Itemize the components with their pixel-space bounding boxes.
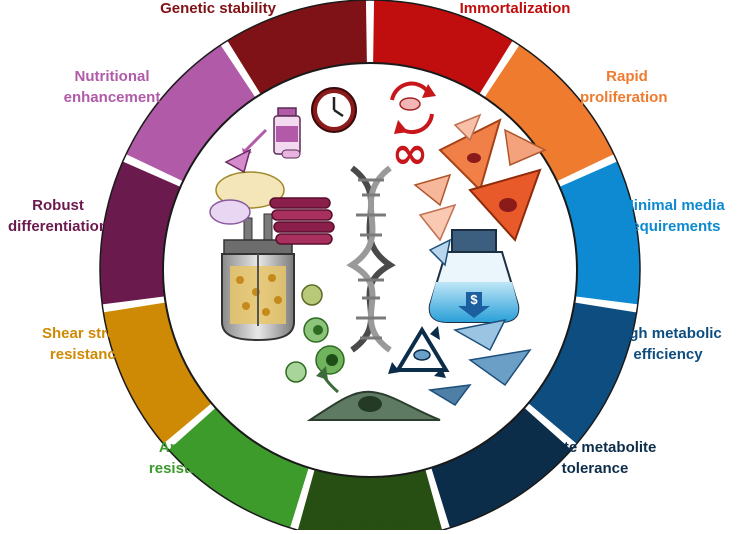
label-line: requirements	[625, 218, 721, 235]
price-symbol: $	[470, 292, 478, 307]
ring-outline	[99, 0, 641, 530]
dna-helix-icon	[346, 165, 396, 353]
label-reduced-adherence: Reduced/altered adherence	[290, 492, 450, 534]
label-line: differentiation	[8, 218, 108, 235]
label-line: Nutritional	[74, 68, 150, 85]
label-immortalization: Immortalization	[440, 0, 590, 19]
label-line: Genetic stability	[160, 0, 276, 17]
label-shear-stress: Shear stress resistance	[22, 323, 152, 365]
recycle-icon	[388, 326, 450, 378]
label-line: Robust	[32, 197, 84, 214]
ring-segment-adherence	[297, 469, 443, 530]
label-line: High metabolic	[614, 325, 722, 342]
bioreactor-icon	[221, 213, 295, 342]
label-line: Reduced/altered	[311, 494, 429, 511]
label-minimal-media: Minimal media requirements	[608, 195, 738, 237]
label-line: Anoikis	[158, 439, 214, 456]
label-line: resistance	[49, 346, 125, 363]
label-line: enhancement	[63, 89, 161, 106]
trait-ring	[99, 0, 641, 530]
ring-segment-immortal	[373, 0, 513, 95]
label-genetic-stability: Genetic stability	[143, 0, 293, 19]
label-waste-metabolite: Waste metabolite tolerance	[520, 437, 670, 479]
label-line: Immortalization	[459, 0, 571, 17]
immortal-cycle-icon: ∞	[390, 81, 436, 179]
ring-segment-differentiation	[99, 161, 181, 305]
metabolic-cells-icon	[427, 238, 532, 406]
label-anoikis: Anoikis resistance	[136, 437, 236, 479]
ring-segment-genetic	[227, 0, 367, 95]
adherent-cell-icon	[306, 390, 441, 421]
label-line: Waste metabolite	[533, 439, 657, 456]
ring-segment-rapid	[484, 45, 614, 182]
ring-segment-nutrition	[126, 45, 256, 182]
label-line: efficiency	[633, 346, 703, 363]
ring-segment-metabolic	[528, 302, 637, 444]
label-high-metabolic: High metabolic efficiency	[601, 323, 735, 365]
label-line: tolerance	[561, 460, 629, 477]
label-line: proliferation	[580, 89, 668, 106]
supplement-bottle-icon	[224, 107, 301, 174]
ring-segment-media	[559, 161, 640, 305]
label-line: Shear stress	[41, 325, 133, 342]
ring-segment-anoikis	[168, 407, 309, 528]
label-nutritional-enhancement: Nutritional enhancement	[52, 66, 172, 108]
label-line: adherence	[332, 515, 408, 532]
infinity-icon: ∞	[392, 128, 429, 179]
ring-segment-shear	[103, 302, 212, 444]
ring-segment-waste	[431, 407, 572, 528]
clock-icon	[311, 87, 357, 133]
label-line: resistance	[148, 460, 224, 477]
muscle-fat-tissue-icon	[209, 171, 335, 245]
anoikis-cells-icon	[285, 284, 345, 394]
label-line: Minimal media	[621, 197, 725, 214]
proliferating-cells-icon	[413, 113, 547, 242]
media-flask-icon: $	[428, 229, 520, 323]
label-robust-differentiation: Robust differentiation	[0, 195, 118, 237]
label-rapid-proliferation: Rapid proliferation	[580, 66, 720, 108]
label-line: Rapid	[606, 68, 648, 85]
